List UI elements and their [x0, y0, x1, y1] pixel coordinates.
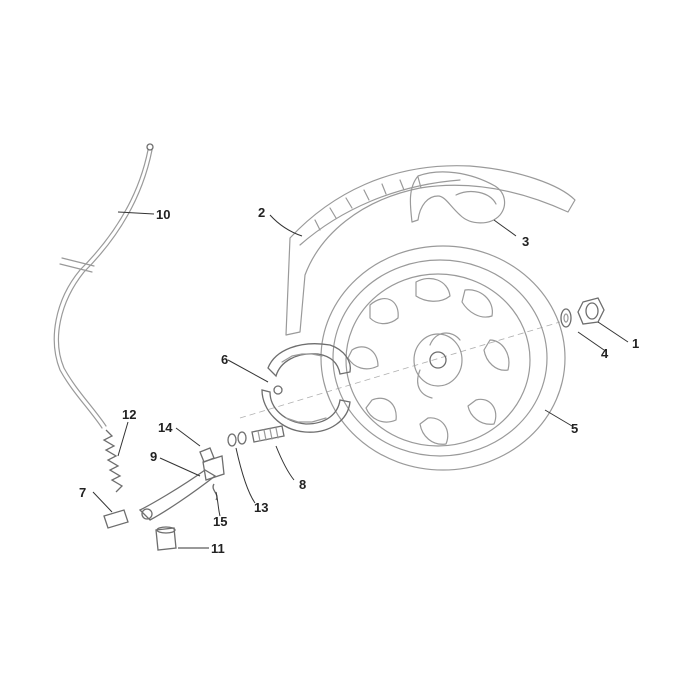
brake-cable-part	[53, 143, 154, 429]
wheel-tire-part	[320, 245, 566, 471]
pivot-bolt-part	[155, 526, 177, 551]
assembly-axis	[239, 321, 561, 419]
brake-arm-part	[138, 455, 225, 521]
callout-6: 6	[221, 352, 228, 367]
seal-rings-part	[227, 431, 247, 447]
rear-fender-part	[285, 165, 576, 336]
washer-part	[560, 308, 572, 328]
callout-2: 2	[258, 205, 265, 220]
axle-nut-part	[577, 297, 605, 325]
callout-5: 5	[571, 421, 578, 436]
return-spring-part	[102, 429, 124, 493]
callout-7: 7	[79, 485, 86, 500]
arm-spring-part	[212, 483, 218, 501]
callout-4: 4	[601, 346, 609, 361]
brake-shoes-part	[261, 343, 351, 433]
callout-13: 13	[254, 500, 268, 515]
callout-3: 3	[522, 234, 529, 249]
callout-15: 15	[213, 514, 227, 529]
mudguard-piece-part	[409, 171, 506, 224]
callout-8: 8	[299, 477, 306, 492]
arm-bolt-part	[199, 447, 215, 463]
brake-cam-part	[251, 425, 285, 443]
callout-11: 11	[211, 541, 225, 556]
callout-10: 10	[156, 207, 170, 222]
callout-1: 1	[632, 336, 639, 351]
callout-9: 9	[150, 449, 157, 464]
callout-14: 14	[158, 420, 173, 435]
pin-part	[103, 509, 129, 529]
leader-lines	[92, 211, 629, 549]
callout-12: 12	[122, 407, 136, 422]
